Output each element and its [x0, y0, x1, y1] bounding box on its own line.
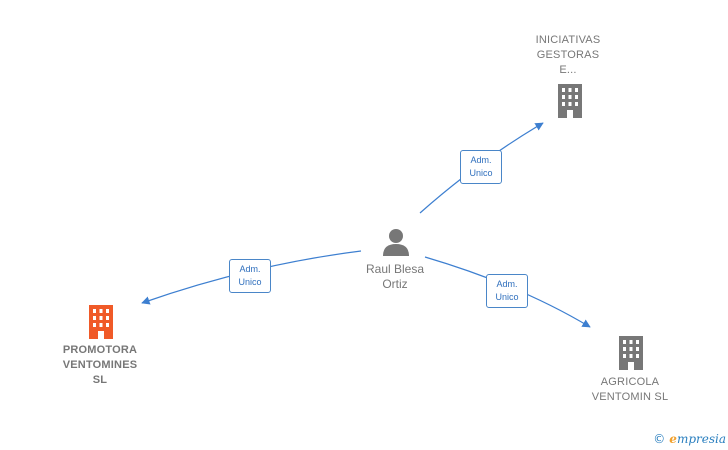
relation-badge-agricola[interactable]: Adm. Unico: [486, 274, 528, 308]
empresia-logo[interactable]: ©empresia: [653, 432, 726, 446]
building-icon[interactable]: [556, 84, 584, 118]
building-icon[interactable]: [617, 336, 645, 370]
person-icon[interactable]: [381, 228, 411, 256]
copyright-symbol: ©: [653, 432, 666, 446]
center-person-name[interactable]: Raul Blesa Ortiz: [365, 262, 425, 291]
relation-badge-iniciativas[interactable]: Adm. Unico: [460, 150, 502, 184]
building-icon[interactable]: [87, 305, 115, 339]
company-name-iniciativas[interactable]: INICIATIVAS GESTORAS E...: [535, 34, 601, 76]
company-name-promotora[interactable]: PROMOTORA VENTOMINES SL: [62, 344, 138, 386]
brand-initial: e: [669, 432, 677, 446]
relation-badge-promotora[interactable]: Adm. Unico: [229, 259, 271, 293]
company-name-agricola[interactable]: AGRICOLA VENTOMIN SL: [591, 376, 669, 403]
brand-text: mpresia: [676, 432, 726, 446]
